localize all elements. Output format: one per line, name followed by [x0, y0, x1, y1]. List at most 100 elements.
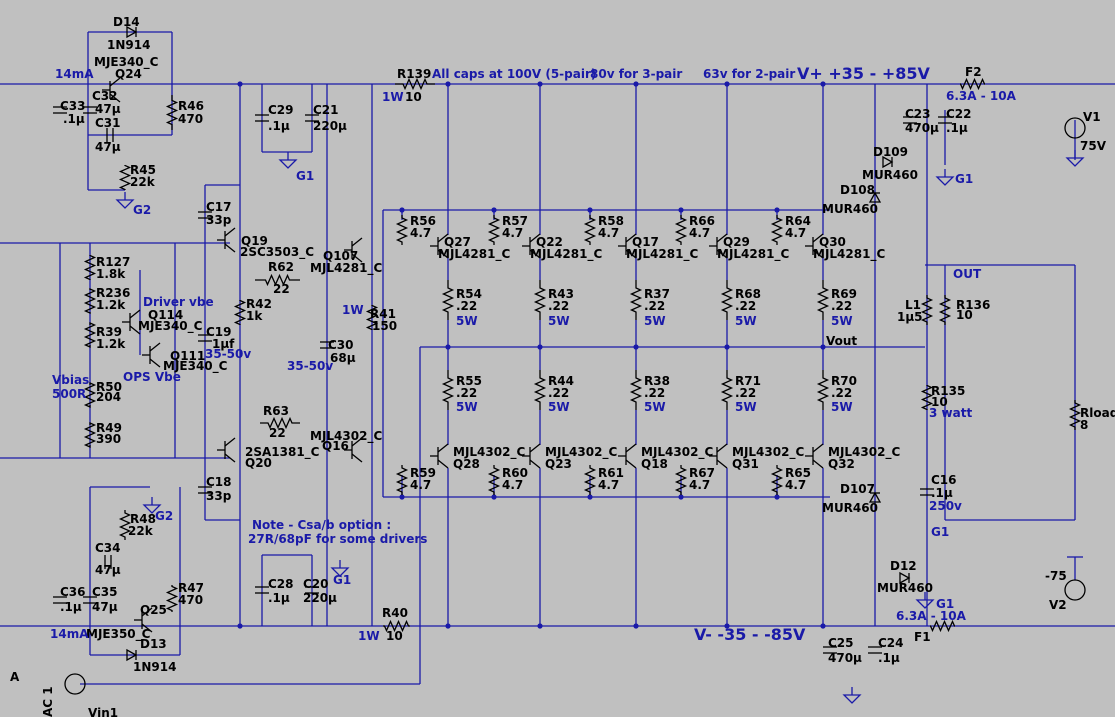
junction-dot [399, 494, 405, 500]
label-d107-val: MUR460 [822, 501, 878, 515]
label-r43-val: .22 [548, 299, 569, 313]
resistor-r58 [583, 215, 597, 245]
diode-d109 [882, 155, 894, 169]
label-q16-val: MJL4302_C [310, 429, 382, 444]
ground-g1-f1 [915, 599, 935, 609]
source-v1 [1064, 117, 1086, 139]
label-q29-ref: Q29 [723, 235, 750, 249]
label-r70-val: .22 [831, 386, 852, 400]
label-r69-ref: R69 [831, 287, 857, 301]
label-r48-ref: R48 [130, 512, 156, 526]
label-q24-ref: Q24 [115, 67, 142, 81]
label-r37-watt: 5W [644, 314, 666, 328]
label-r50-ref: R50 [96, 380, 122, 394]
label-r59-val: 4.7 [410, 478, 431, 492]
transistor-q111-collector [149, 342, 161, 352]
label-r236-ref: R236 [96, 286, 130, 300]
label-c31-val: 47µ [95, 140, 121, 154]
resistor-r135 [920, 384, 934, 411]
resistor-r37 [629, 280, 643, 320]
vbias-label: Vbias [52, 373, 89, 387]
label-r70-ref: R70 [831, 374, 857, 388]
transistor-q19-emitter [224, 243, 236, 253]
label-d13-ref: D13 [140, 637, 167, 651]
transistor-q28-emitter [437, 459, 449, 469]
label-r71-ref: R71 [735, 374, 761, 388]
label-g1-ref: G1 [333, 573, 351, 587]
label-q17-val: MJL4281_C [626, 247, 698, 262]
transistor-q23-collector [529, 443, 541, 453]
transistor-q23-emitter [529, 459, 541, 469]
resistor-r42 [233, 299, 247, 326]
ground-bottom [842, 694, 862, 704]
label-c31-ref: C31 [95, 116, 121, 130]
junction-dot [491, 494, 497, 500]
label-r41-ref: R41 [370, 307, 396, 321]
label-f2-val: 6.3A - 10A [946, 89, 1017, 103]
label-q18-ref: Q18 [641, 457, 668, 471]
transistor-q20-emitter [224, 453, 236, 463]
label-r45-ref: R45 [130, 163, 156, 177]
transistor-q30-collector [812, 233, 824, 243]
label-c32-ref: C32 [92, 89, 118, 103]
vout-label: Vout [826, 334, 857, 348]
label-r41-val: 150 [372, 319, 397, 333]
label-r55-val: .22 [456, 386, 477, 400]
label-r68-val: .22 [735, 299, 756, 313]
label-r135-ref: R135 [931, 384, 965, 398]
resistor-r71 [720, 370, 734, 410]
label-r69-val: .22 [831, 299, 852, 313]
transistor-q16-collector [351, 437, 363, 447]
diode-d14 [126, 25, 138, 39]
label-r67-ref: R67 [689, 466, 715, 480]
label-f1-val: 6.3A - 10A [896, 609, 967, 623]
resistor-r62 [255, 273, 300, 287]
transistor-q17-emitter [625, 249, 637, 259]
label-c33-val: .1µ [63, 112, 85, 126]
label-r39-val: 1.2k [96, 337, 126, 351]
r139-watt: 1W [382, 90, 404, 104]
resistor-r70 [816, 370, 830, 410]
resistor-r236 [83, 287, 97, 315]
label-q114-ref: Q114 [148, 308, 183, 322]
label-q29-val: MJL4281_C [717, 247, 789, 262]
junction-dot [820, 623, 826, 629]
transistor-q114-collector [129, 309, 141, 319]
label-v2-val: -75 [1045, 569, 1067, 583]
label-r59-ref: R59 [410, 466, 436, 480]
transistor-q32-emitter [812, 459, 824, 469]
label-d12-val: MUR460 [877, 581, 933, 595]
label-c23-val: 470µ [905, 121, 939, 135]
junction-dot [237, 623, 243, 629]
label-r47-val: 470 [178, 593, 203, 607]
transistor-q24-collector [109, 77, 121, 87]
label-r38-watt: 5W [644, 400, 666, 414]
junction-dot [445, 344, 451, 350]
resistor-r60 [487, 465, 501, 495]
label-q28-val: MJL4302_C [453, 445, 525, 460]
label-g1-ref: G1 [296, 169, 314, 183]
resistor-r47 [165, 585, 179, 612]
label-r46-val: 470 [178, 112, 203, 126]
resistor-r127 [83, 254, 97, 281]
resistor-r57 [487, 215, 501, 245]
label-c29-ref: C29 [268, 103, 294, 117]
resistor-r43 [533, 280, 547, 320]
label-c33-ref: C33 [60, 99, 86, 113]
label-c34-val: 47µ [95, 563, 121, 577]
resistor-r49 [83, 421, 97, 449]
label-r63-val: 22 [269, 426, 286, 440]
label-r68-watt: 5W [735, 314, 757, 328]
label-r65-ref: R65 [785, 466, 811, 480]
label-d12-ref: D12 [890, 559, 917, 573]
label-q31-ref: Q31 [732, 457, 759, 471]
label-r42-val: 1k [246, 309, 263, 323]
label-r58-ref: R58 [598, 214, 624, 228]
diode-d13 [126, 648, 138, 662]
label-q31-val: MJL4302_C [732, 445, 804, 460]
label-g1-ref: G1 [955, 172, 973, 186]
label-r54-watt: 5W [456, 314, 478, 328]
label-c34-ref: C34 [95, 541, 121, 555]
diode-d107 [868, 491, 882, 503]
label-r61-val: 4.7 [598, 478, 619, 492]
